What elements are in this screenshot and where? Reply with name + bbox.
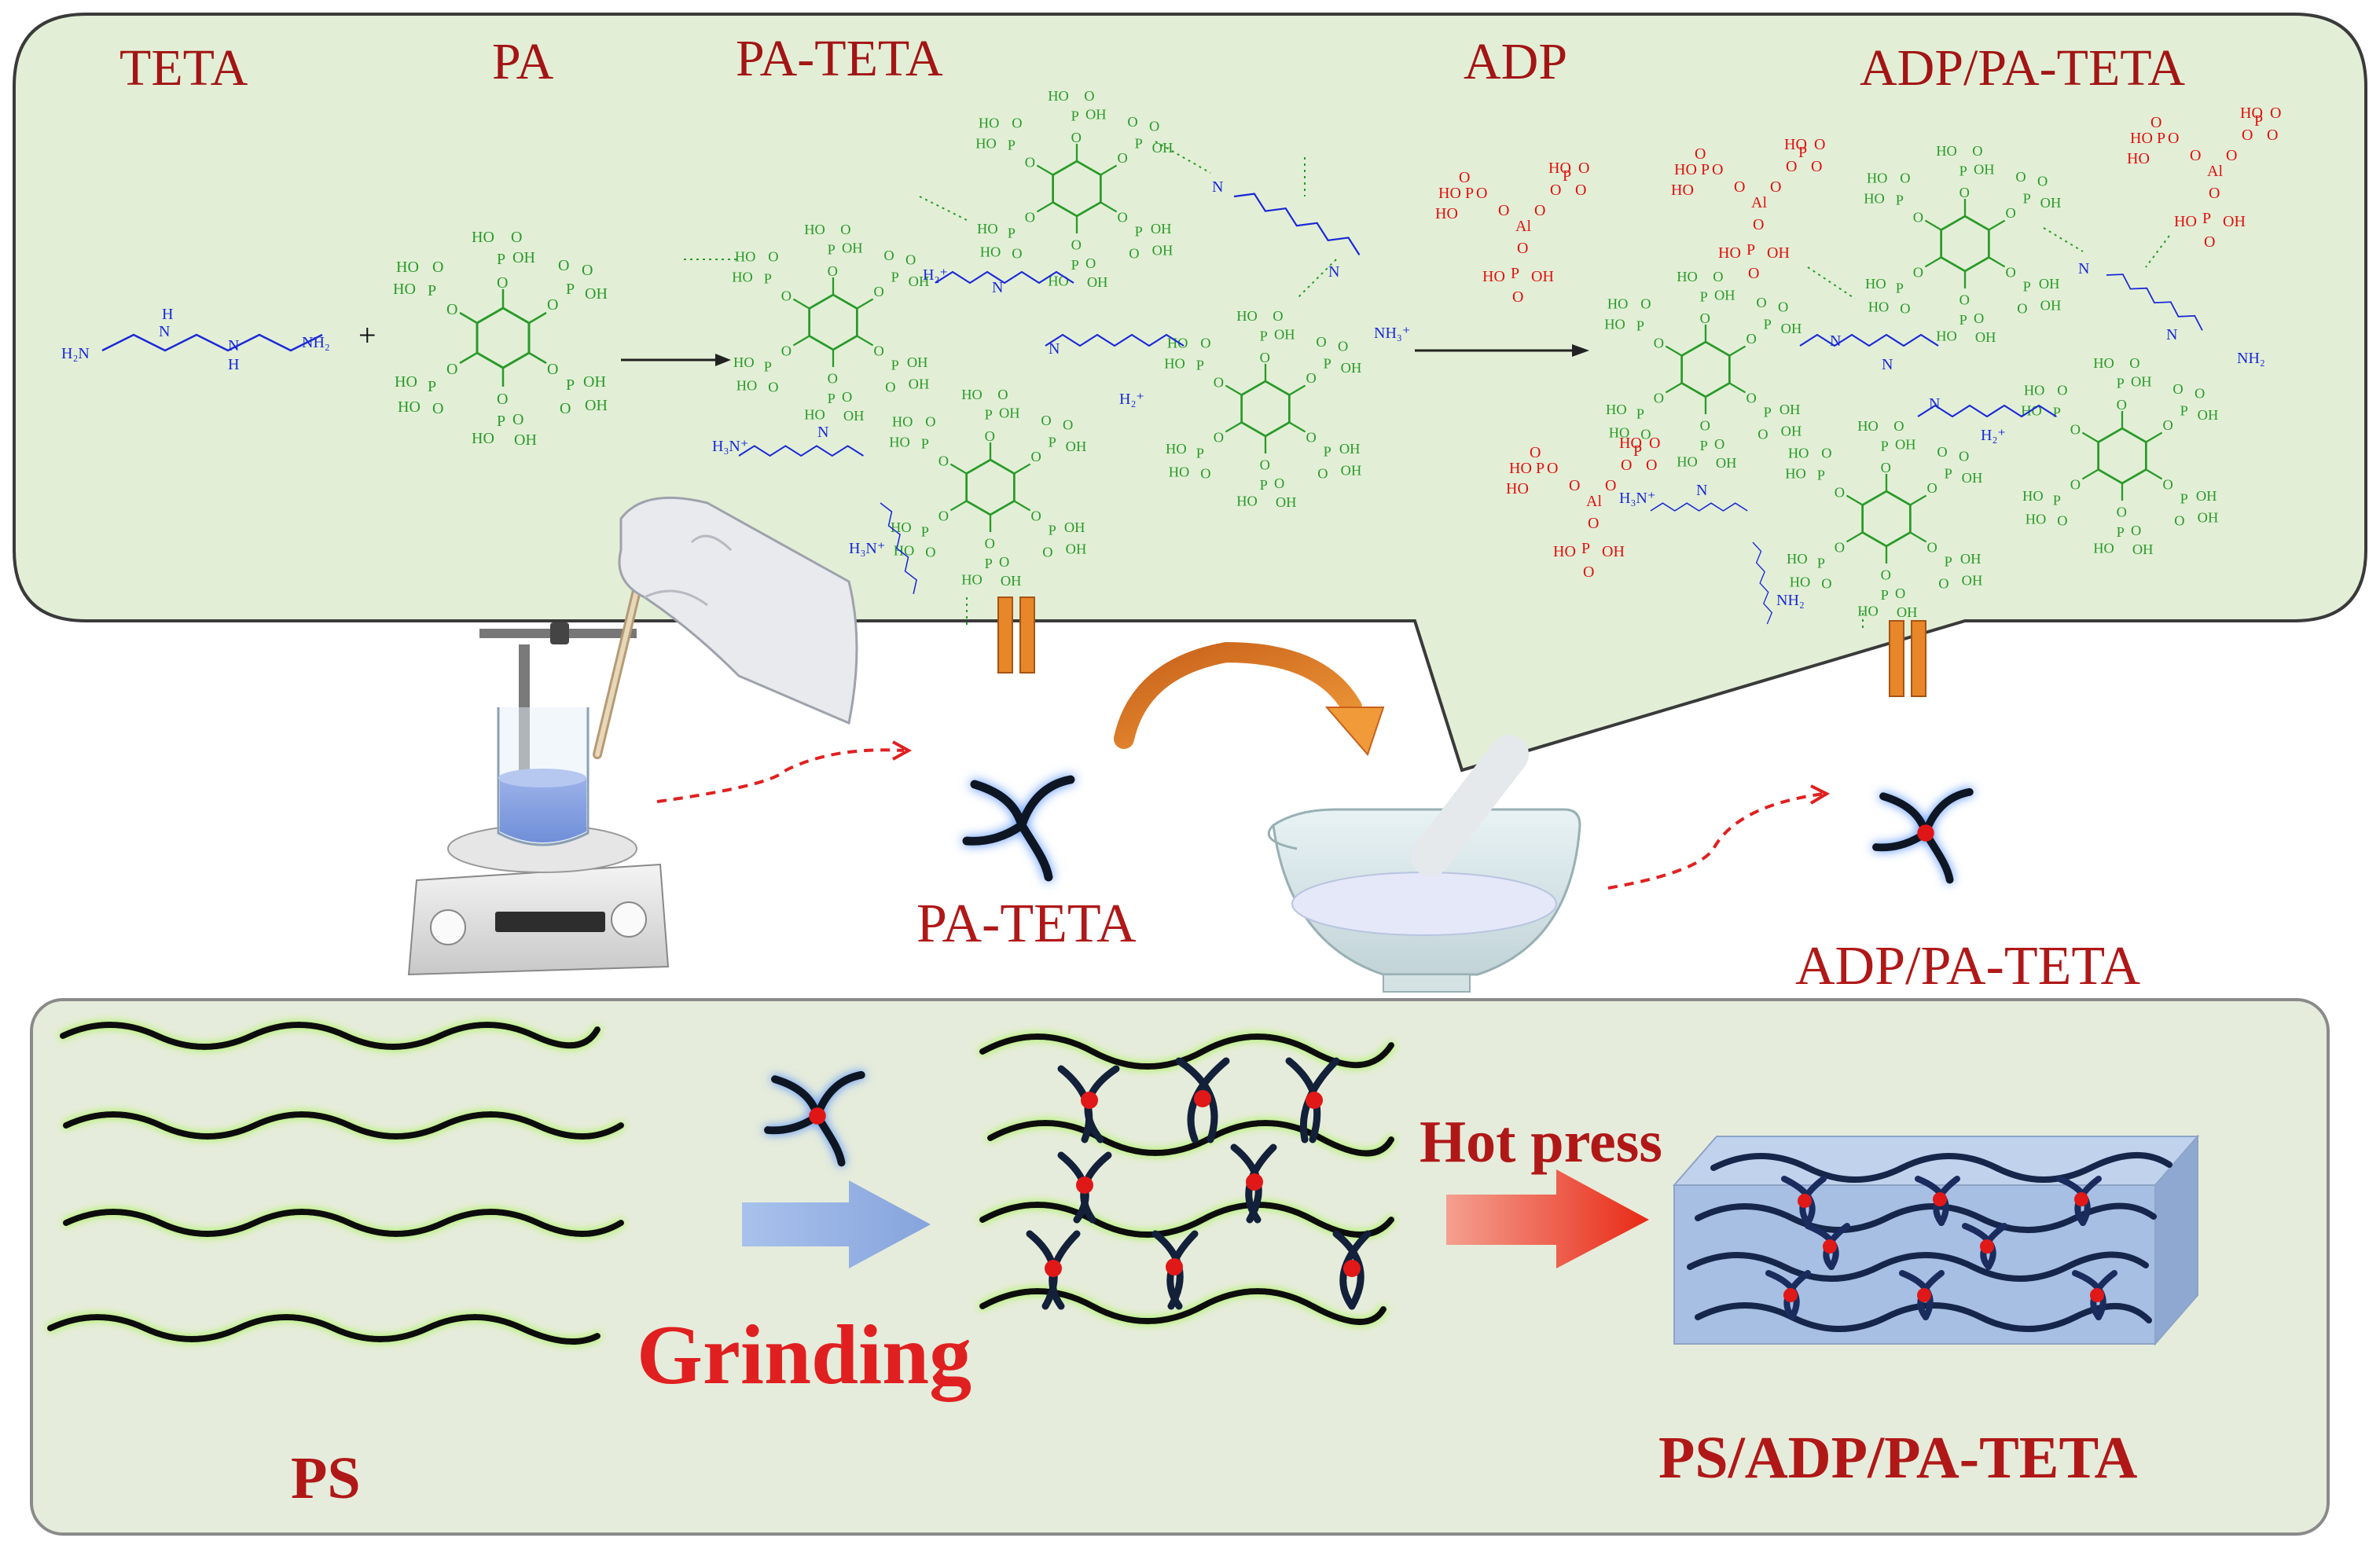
svg-text:H₃N⁺: H₃N⁺	[1619, 490, 1655, 507]
svg-text:N: N	[228, 337, 239, 354]
top-callout-panel	[13, 13, 2367, 773]
pa-teta-top-label: PA-TETA	[736, 30, 943, 87]
svg-text:N: N	[1882, 356, 1893, 373]
svg-text:N: N	[1830, 332, 1841, 350]
svg-text:N: N	[1212, 178, 1223, 196]
pa-teta-network: H₂⁺ N N H₂⁺ H₃N⁺ N H₃N⁺ N N NH₃⁺	[684, 86, 1410, 629]
svg-text:NH₂: NH₂	[302, 334, 330, 351]
crosslinked-network	[979, 1033, 1394, 1326]
hot-press-arrow	[1446, 1169, 1649, 1268]
svg-text:H₂⁺: H₂⁺	[1981, 427, 2006, 444]
svg-text:N: N	[159, 323, 170, 340]
reaction-arrow-2	[1415, 344, 1589, 357]
adp-pa-teta-network: N N N H₂⁺ N N NH₂ H₃N⁺ N NH₂	[1506, 105, 2282, 629]
adp-pa-teta-crosslinker-icon	[1876, 792, 1970, 880]
svg-text:N: N	[1696, 482, 1707, 499]
teta-label: TETA	[119, 39, 248, 97]
adp-pa-teta-mid-label: ADP/PA-TETA	[1795, 936, 2141, 997]
svg-text:NH₃⁺: NH₃⁺	[1374, 325, 1410, 342]
svg-text:NH₂: NH₂	[1776, 592, 1805, 609]
pa-teta-crosslinker-icon	[967, 780, 1071, 877]
svg-text:H₃N⁺: H₃N⁺	[712, 438, 748, 455]
equals-symbol-left	[997, 596, 1035, 674]
svg-text:N: N	[817, 424, 828, 441]
svg-text:H: H	[162, 306, 173, 323]
adp-label: ADP	[1464, 33, 1567, 90]
svg-text:N: N	[1328, 263, 1339, 281]
grinding-crosslinker-icon	[768, 1075, 861, 1163]
curved-transfer-arrow	[1114, 641, 1385, 756]
hot-press-label: Hot press	[1420, 1109, 1662, 1175]
svg-text:H₂⁺: H₂⁺	[1119, 391, 1144, 408]
grinding-label: Grinding	[637, 1309, 971, 1402]
magnetic-stirrer-setup	[407, 622, 670, 976]
mortar-and-pestle	[1267, 735, 1581, 993]
reaction-arrow-1	[621, 354, 731, 366]
teta-molecule: H₂N H N N H NH₂	[61, 306, 330, 373]
grinding-arrow	[742, 1180, 931, 1268]
dashed-arrow-to-adp-pa-teta	[1607, 784, 1831, 890]
dashed-arrow-to-pa-teta	[656, 740, 913, 803]
ps-chains	[47, 1022, 624, 1345]
svg-text:N: N	[992, 279, 1003, 296]
pa-label: PA	[492, 33, 554, 90]
ps-adp-pa-teta-composite	[1672, 1134, 2200, 1346]
svg-text:H: H	[228, 356, 239, 373]
adp-pa-teta-top-label: ADP/PA-TETA	[1860, 39, 2185, 97]
svg-text:N: N	[2078, 260, 2089, 277]
svg-text:H₂N: H₂N	[61, 345, 90, 362]
pa-teta-mid-label: PA-TETA	[916, 894, 1137, 954]
ps-label: PS	[291, 1445, 361, 1511]
equals-symbol-right	[1889, 620, 1926, 697]
svg-text:H₂⁺: H₂⁺	[923, 266, 948, 284]
svg-text:NH₂: NH₂	[2237, 350, 2265, 367]
product-label: PS/ADP/PA-TETA	[1658, 1425, 2138, 1491]
svg-text:H₃N⁺: H₃N⁺	[849, 540, 885, 557]
svg-text:N: N	[2166, 326, 2177, 343]
plus-sign: +	[358, 318, 376, 353]
svg-text:N: N	[1929, 395, 1940, 413]
gloved-hand-dropper	[593, 496, 858, 759]
svg-text:N: N	[1049, 340, 1060, 358]
